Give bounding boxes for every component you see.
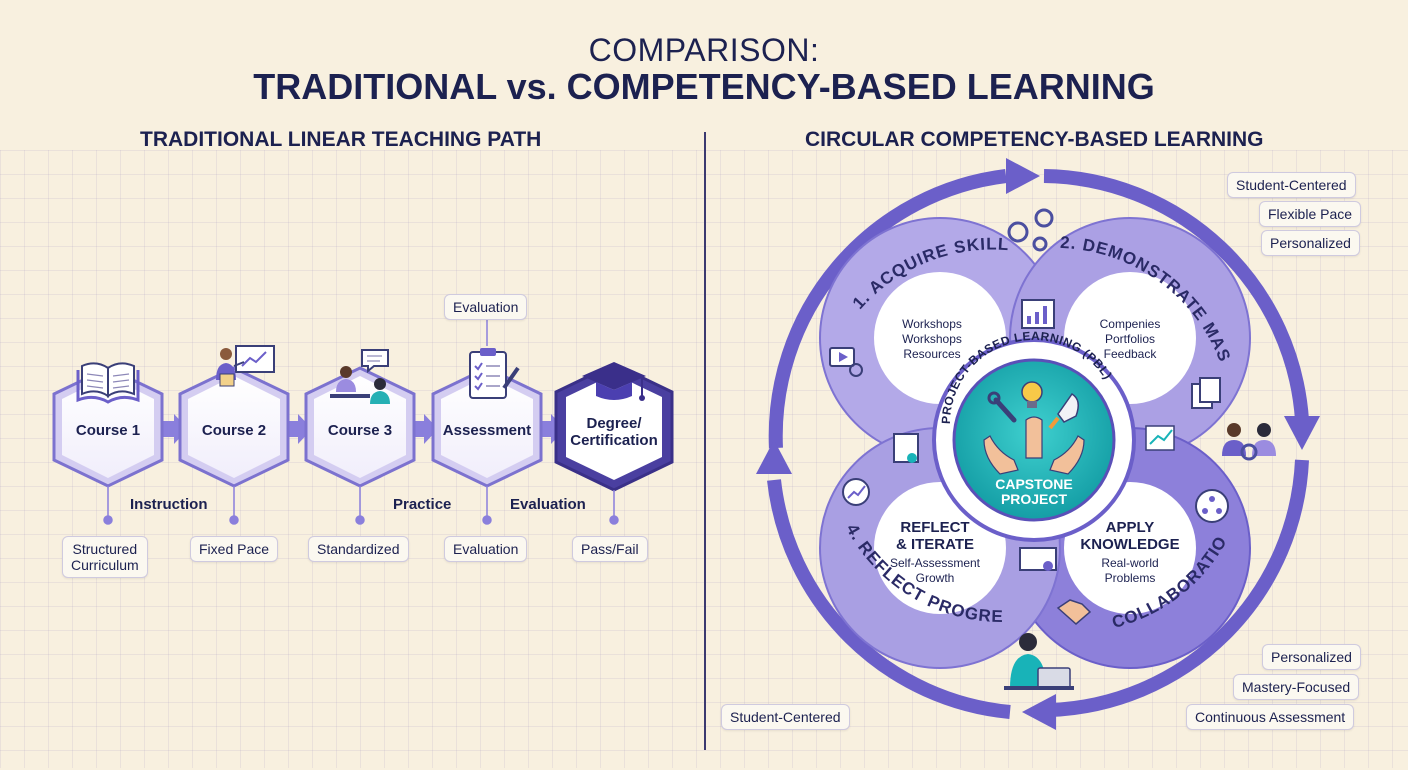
apply-item-2: Problems — [1105, 571, 1156, 585]
demonstrate-item-2: Portfolios — [1105, 332, 1155, 346]
network-icon — [1195, 489, 1229, 523]
outer-arrow-top-right — [1043, 169, 1309, 421]
tag-continuous-assessment: Continuous Assessment — [1186, 704, 1355, 730]
apply-title-line2: KNOWLEDGE — [1080, 536, 1179, 553]
apply-title-line1: APPLY — [1106, 519, 1155, 536]
handshake-icon — [1056, 599, 1092, 625]
demonstrate-item-1: Compenies — [1100, 317, 1161, 331]
tag-structured-curriculum: Structured Curriculum — [62, 536, 148, 578]
rocket-icon — [1048, 392, 1079, 430]
outer-cycle-arrows — [767, 169, 1309, 719]
documents-icon — [1191, 377, 1221, 409]
certificate-icon — [893, 433, 919, 463]
wrench-icon — [987, 391, 1017, 423]
outer-arrow-bottom-right — [1049, 459, 1309, 717]
demonstrate-item-3: Feedback — [1104, 347, 1158, 361]
gears-icon — [1007, 208, 1054, 252]
tag-evaluation-top: Evaluation — [444, 294, 528, 320]
book-icon — [76, 362, 140, 404]
outer-arrowheads — [756, 158, 1320, 730]
team-icon — [1222, 423, 1276, 461]
tag-standardized: Standardized — [308, 536, 409, 562]
section-divider — [704, 132, 706, 750]
drop-lines — [103, 318, 619, 525]
step-label-degree-line1: Degree/ — [586, 415, 642, 432]
step-label-course-2: Course 2 — [202, 422, 266, 439]
tag-personalized-top: Personalized — [1261, 230, 1360, 256]
tag-student-centered-top: Student-Centered — [1227, 172, 1356, 198]
hex-assessment — [431, 366, 543, 488]
video-icon — [829, 347, 863, 377]
trend-icon — [842, 478, 870, 506]
tag-flexible-pace: Flexible Pace — [1259, 201, 1362, 227]
diploma-icon — [1019, 547, 1057, 571]
bar-chart-icon — [1145, 425, 1175, 451]
reflect-item-2: Growth — [916, 571, 955, 585]
tag-mastery-focused: Mastery-Focused — [1233, 674, 1360, 700]
acquire-item-1: Workshops — [902, 317, 962, 331]
reflect-title-line1: REFLECT — [900, 519, 969, 536]
acquire-item-3: Resources — [903, 347, 960, 361]
right-section-heading: CIRCULAR COMPETENCY-BASED LEARNING — [805, 128, 1264, 151]
capstone-line2: PROJECT — [1001, 491, 1068, 507]
tag-fixed-pace: Fixed Pace — [190, 536, 279, 562]
apply-item-1: Real-world — [1101, 556, 1158, 570]
reflect-title-line2: & ITERATE — [896, 536, 974, 553]
capstone-line1: CAPSTONE — [995, 476, 1073, 492]
acquire-item-2: Workshops — [902, 332, 962, 346]
linear-path-diagram: Course 1 Course 2 Course 3 Assessment De… — [52, 318, 674, 525]
tag-line: Curriculum — [71, 557, 139, 573]
reflect-item-1: Self-Assessment — [890, 556, 981, 570]
title-line-1: COMPARISON: — [588, 32, 820, 68]
lightbulb-icon — [1021, 381, 1043, 408]
students-icon — [330, 349, 390, 404]
connector-instruction: Instruction — [130, 496, 208, 513]
step-label-degree-line2: Certification — [570, 432, 658, 449]
step-label-course-1: Course 1 — [76, 422, 140, 439]
graduation-cap-icon — [582, 362, 646, 401]
tag-evaluation-bottom: Evaluation — [444, 536, 528, 562]
student-laptop-icon — [1004, 633, 1074, 690]
step-label-assessment: Assessment — [443, 422, 531, 439]
title-line-2: TRADITIONAL vs. COMPETENCY-BASED LEARNIN… — [253, 66, 1155, 107]
tag-student-centered-bottom: Student-Centered — [721, 704, 850, 730]
hands-icon — [983, 416, 1085, 475]
teacher-icon — [216, 345, 275, 387]
outer-arrow-top-left — [768, 169, 1007, 449]
left-section-heading: TRADITIONAL LINEAR TEACHING PATH — [140, 128, 542, 151]
circular-cycle-diagram: 1. ACQUIRE SKILLS 2. DEMONSTRATE MASTERY… — [704, 150, 1320, 730]
outer-arrow-bottom-left — [767, 479, 1011, 719]
step-label-course-3: Course 3 — [328, 422, 392, 439]
clipboard-icon — [469, 348, 520, 399]
tag-line: Structured — [72, 541, 138, 557]
connector-evaluation: Evaluation — [510, 496, 586, 513]
tag-pass-fail: Pass/Fail — [572, 536, 648, 562]
connector-practice: Practice — [393, 496, 452, 513]
tag-personalized-bottom: Personalized — [1262, 644, 1361, 670]
growth-chart-icon — [1021, 299, 1055, 329]
